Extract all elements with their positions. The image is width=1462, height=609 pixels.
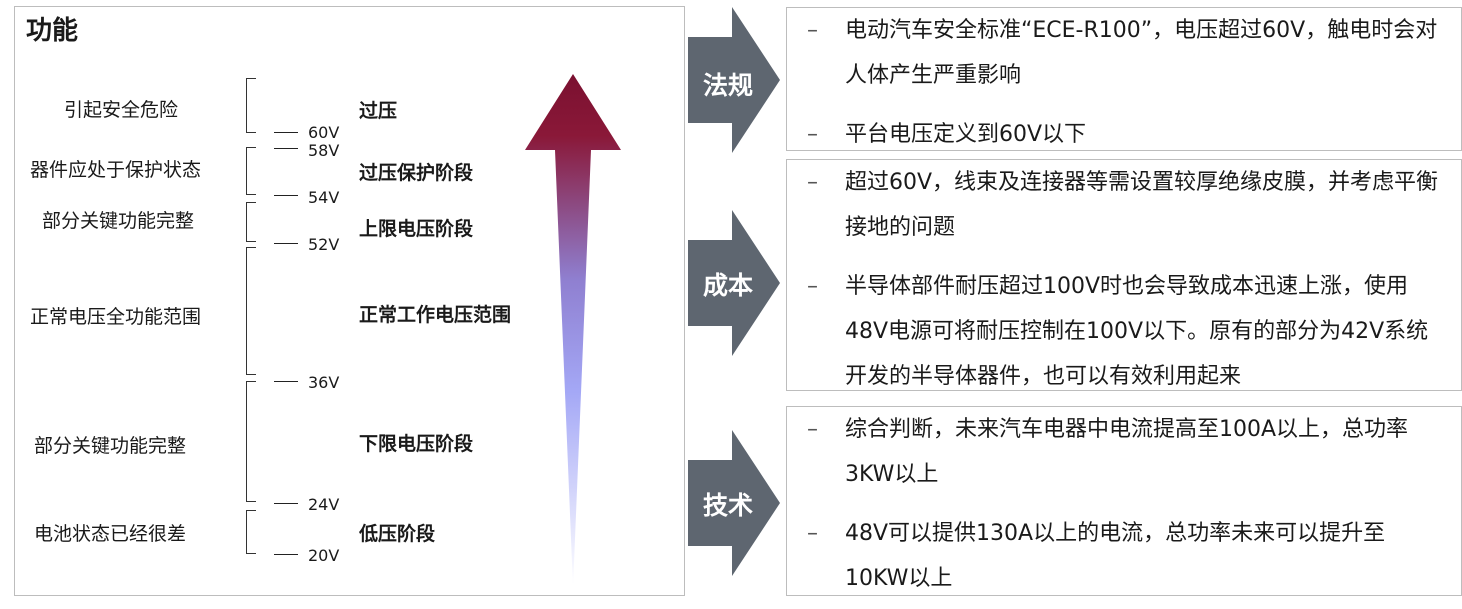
bracket-lower [246,381,256,502]
stage-normal-range: 正常工作电压范围 [359,304,512,326]
stage-lower-limit: 下限电压阶段 [359,433,474,455]
stage-low-voltage: 低压阶段 [359,523,436,545]
voltage-label-20v: 20V [308,546,340,565]
tick-54v [274,195,298,196]
bullet-mark: – [807,18,818,43]
bullet-mark: – [807,417,818,442]
bracket-overvoltage [246,78,256,133]
tick-20v [274,554,298,555]
box-regulation: – 电动汽车安全标准“ECE-R100”，电压超过60V，触电时会对人体产生严重… [786,7,1462,151]
chevron-tech: 技术 [688,430,780,576]
bullet-mark: – [807,122,818,147]
voltage-label-60v: 60V [308,123,340,142]
function-label-battery-poor: 电池状态已经很差 [34,523,187,545]
tick-36v [274,381,298,382]
cost-bullet-1: 超过60V，线束及连接器等需设置较厚绝缘皮膜，并考虑平衡接地的问题 [845,170,1439,240]
tick-52v [274,243,298,244]
voltage-label-36v: 36V [308,373,340,392]
chevron-label-regulation: 法规 [702,71,753,100]
regulation-bullet-1: 电动汽车安全标准“ECE-R100”，电压超过60V，触电时会对人体产生严重影响 [845,18,1438,88]
voltage-label-24v: 24V [308,495,340,514]
panel-title: 功能 [26,16,79,46]
chevron-label-cost: 成本 [702,271,753,300]
function-label-partial-lower: 部分关键功能完整 [34,435,187,457]
bracket-normal [246,247,256,375]
bracket-upper [246,202,256,242]
chevron-label-tech: 技术 [702,491,753,520]
bullet-mark: – [807,274,818,299]
voltage-up-arrow [525,74,621,587]
tick-24v [274,503,298,504]
stage-overvoltage-protection: 过压保护阶段 [359,162,474,184]
chevron-cost: 成本 [688,210,780,356]
voltage-label-52v: 52V [308,235,340,254]
tech-bullet-2: 48V可以提供130A以上的电流，总功率未来可以提升至10KW以上 [845,521,1386,591]
bracket-low [246,510,256,554]
tick-58v [274,148,298,149]
bullet-mark: – [807,170,818,195]
bracket-protection [246,147,256,195]
box-tech: – 综合判断，未来汽车电器中电流提高至100A以上，总功率3KW以上 – 48V… [786,406,1462,596]
function-label-normal: 正常电压全功能范围 [30,306,202,328]
bullet-mark: – [807,521,818,546]
function-label-partial-upper: 部分关键功能完整 [42,210,195,232]
stage-upper-limit: 上限电压阶段 [359,218,474,240]
function-label-danger: 引起安全危险 [64,99,179,121]
tick-60v [274,132,298,133]
voltage-label-54v: 54V [308,188,340,207]
stage-overvoltage: 过压 [359,100,398,122]
box-cost: – 超过60V，线束及连接器等需设置较厚绝缘皮膜，并考虑平衡接地的问题 – 半导… [786,159,1462,391]
regulation-bullet-2: 平台电压定义到60V以下 [845,122,1087,147]
cost-bullet-2: 半导体部件耐压超过100V时也会导致成本迅速上涨，使用48V电源可将耐压控制在1… [845,274,1429,389]
voltage-label-58v: 58V [308,141,340,160]
chevron-regulation: 法规 [688,7,780,153]
tech-bullet-1: 综合判断，未来汽车电器中电流提高至100A以上，总功率3KW以上 [845,417,1409,487]
function-label-protect: 器件应处于保护状态 [30,159,202,181]
